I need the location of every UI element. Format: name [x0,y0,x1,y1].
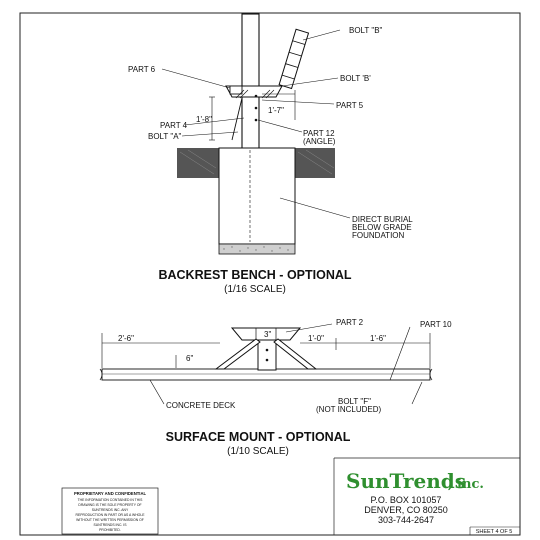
label-bolt-b-top: BOLT "B" [349,26,383,35]
label-part4: PART 4 [160,121,188,130]
part6-block [229,85,243,95]
surface-scale: (1/10 SCALE) [227,446,289,457]
label-bolt-f: BOLT "F" [338,397,371,406]
label-bolt-f-note: (NOT INCLUDED) [316,405,382,414]
proprietary-line: SUNTRENDS INC. ANY [92,508,129,512]
label-part12: PART 12 [303,129,335,138]
proprietary-line: PROHIBITED. [99,528,121,532]
gravel-base [218,243,296,255]
label-part2: PART 2 [336,318,364,327]
foundation [218,147,296,245]
company-logo: SunTrends [346,469,466,493]
concrete-deck [101,368,431,381]
sheet-border [19,12,521,536]
label-concrete-deck: CONCRETE DECK [166,401,236,410]
proprietary-box: PROPRIETARY AND CONFIDENTIAL THE INFORMA… [61,487,159,535]
company-address-1: P.O. BOX 101057 [371,495,442,505]
mount-braces [214,338,318,370]
surface-mount-diagram: PART 2 PART 10 2'-6" 3" 1'-0" 1'-6" 6" C… [99,318,452,457]
dim-1-7: 1'-7" [268,106,284,115]
dim-3: 3" [264,330,271,339]
proprietary-line: WITHOUT THE WRITTEN PERMISSION OF [76,518,144,522]
dim-1-0: 1'-0" [308,334,324,343]
proprietary-line: SUNTRENDS INC. IS [94,523,128,527]
company-address-2: DENVER, CO 80250 [364,505,448,515]
backrest-post [241,13,260,151]
mount-post [257,339,277,371]
label-part10: PART 10 [420,320,452,329]
proprietary-heading: PROPRIETARY AND CONFIDENTIAL [74,491,147,496]
ground-left [177,148,219,178]
company-logo-suffix: , inc. [448,477,484,492]
label-foundation: FOUNDATION [352,231,405,240]
label-part5: PART 5 [336,101,364,110]
label-part6: PART 6 [128,65,156,74]
proprietary-line: THE INFORMATION CONTAINED IN THIS [78,498,144,502]
label-part12-angle: (ANGLE) [303,137,336,146]
company-block: SunTrends , inc. P.O. BOX 101057 DENVER,… [333,457,520,535]
backrest-bench-diagram: BOLT "B" PART 6 BOLT 'B' PART 5 1'-7" 1'… [128,13,413,295]
backrest-title: BACKREST BENCH - OPTIONAL [158,268,351,282]
label-below-grade: BELOW GRADE [352,223,412,232]
company-phone: 303-744-2647 [378,515,434,525]
sheet-number: SHEET 4 OF 5 [476,529,513,535]
backrest-slats [278,28,310,90]
backrest-scale: (1/16 SCALE) [224,284,286,295]
label-direct-burial: DIRECT BURIAL [352,215,413,224]
mount-cup [230,327,302,341]
dim-2-6: 2'-6" [118,334,134,343]
dim-1-8: 1'-8" [196,115,212,124]
dim-6: 6" [186,354,193,363]
surface-title: SURFACE MOUNT - OPTIONAL [166,430,351,444]
proprietary-line: DRAWING IS THE SOLE PROPERTY OF [78,503,141,507]
dim-1-6: 1'-6" [370,334,386,343]
label-bolt-b: BOLT 'B' [340,74,371,83]
label-bolt-a: BOLT "A" [148,132,182,141]
proprietary-line: REPRODUCTION IN PART OR AS A WHOLE [76,513,146,517]
